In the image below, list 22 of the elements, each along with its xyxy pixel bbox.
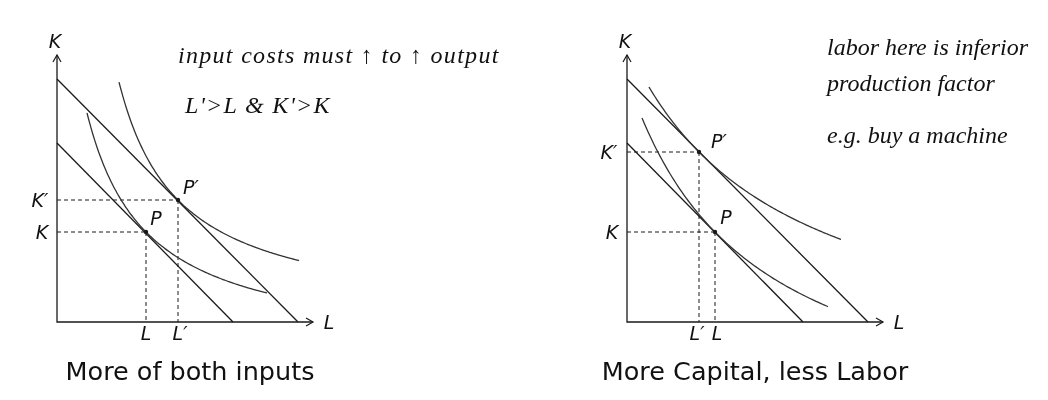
axis-label: K (618, 31, 632, 51)
tick-label: K (35, 222, 49, 242)
panel-caption: More Capital, less Labor (601, 359, 909, 385)
axis-label: L (323, 312, 335, 332)
panel-caption: More of both inputs (65, 359, 315, 385)
handwritten-note: labor here is inferior production factor (827, 33, 1030, 98)
axis-label: L (893, 312, 905, 332)
point-label: P′ (711, 131, 727, 151)
tick-label: L′ (172, 323, 188, 343)
tick-label: K′ (600, 142, 618, 162)
point-label: P (150, 208, 162, 228)
point-label: P (720, 207, 732, 227)
handwritten-note: e.g. buy a machine (827, 121, 1009, 150)
tick-label: K (605, 222, 619, 242)
point-label: P′ (183, 177, 199, 197)
tick-label: K′ (31, 190, 49, 210)
handwritten-note: L'>L & K'>K (185, 91, 332, 120)
handwritten-note: input costs must ↑ to ↑ output (178, 41, 501, 70)
tick-label: L′ (689, 323, 705, 343)
tick-label: L (711, 323, 723, 343)
axis-label: K (48, 31, 62, 51)
tick-label: L (140, 323, 152, 343)
